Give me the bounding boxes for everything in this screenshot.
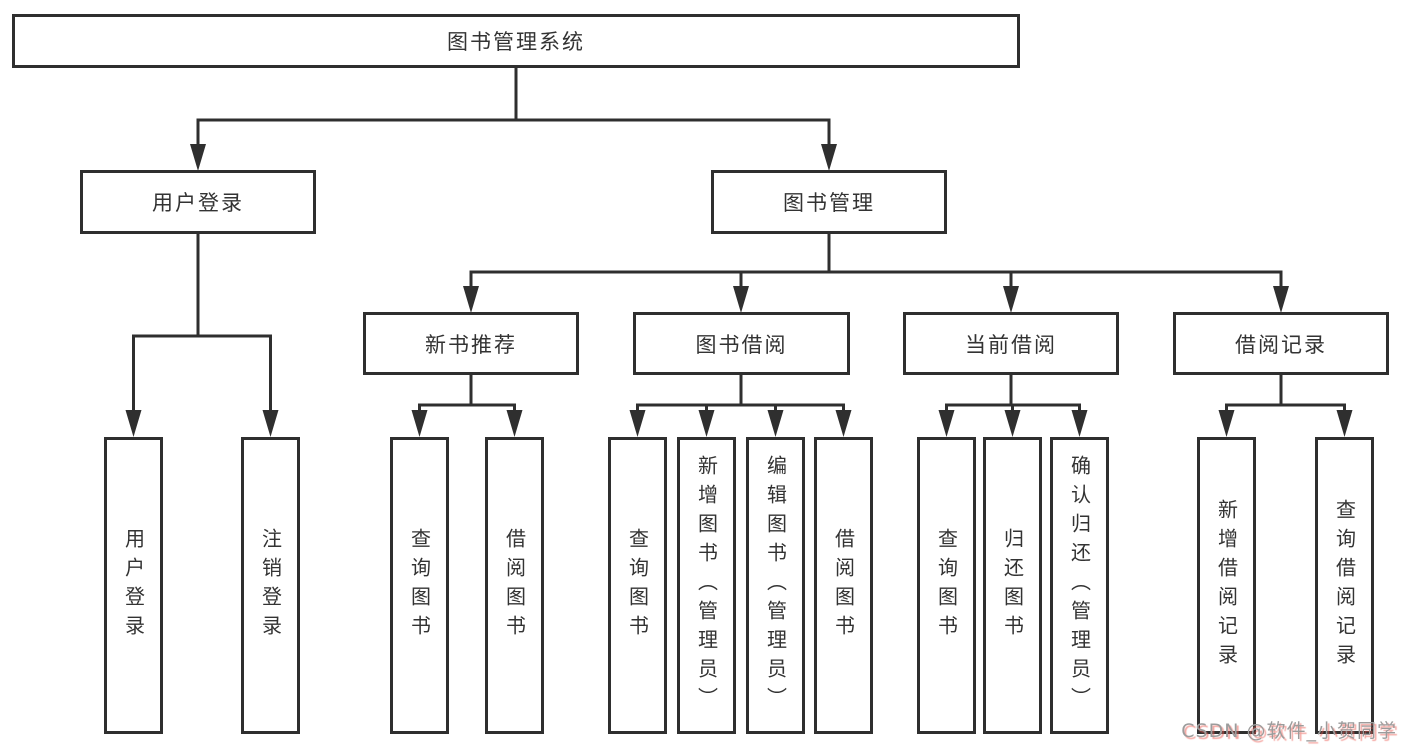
leaf-logout: 注销登录 bbox=[241, 437, 300, 734]
leaf-confirm-return-admin: 确认归还（管理员） bbox=[1050, 437, 1109, 734]
leaf-return-book: 归还图书 bbox=[983, 437, 1042, 734]
node-new-book-recommend: 新书推荐 bbox=[363, 312, 579, 375]
leaf-edit-book-admin: 编辑图书（管理员） bbox=[746, 437, 805, 734]
leaf-borrow-books: 借阅图书 bbox=[814, 437, 873, 734]
leaf-borrow-books-recommend: 借阅图书 bbox=[485, 437, 544, 734]
csdn-watermark: CSDN @软件_小贺同学 bbox=[1181, 720, 1397, 742]
leaf-query-borrow-record: 查询借阅记录 bbox=[1315, 437, 1374, 734]
leaf-query-books-borrow: 查询图书 bbox=[608, 437, 667, 734]
node-book-management: 图书管理 bbox=[711, 170, 947, 234]
node-root: 图书管理系统 bbox=[12, 14, 1020, 68]
leaf-query-books-current: 查询图书 bbox=[917, 437, 976, 734]
node-user-login: 用户登录 bbox=[80, 170, 316, 234]
leaf-add-book-admin: 新增图书（管理员） bbox=[677, 437, 736, 734]
node-current-borrow: 当前借阅 bbox=[903, 312, 1119, 375]
leaf-add-borrow-record: 新增借阅记录 bbox=[1197, 437, 1256, 734]
node-book-borrow: 图书借阅 bbox=[633, 312, 850, 375]
leaf-user-login: 用户登录 bbox=[104, 437, 163, 734]
node-borrow-records: 借阅记录 bbox=[1173, 312, 1389, 375]
leaf-query-books-recommend: 查询图书 bbox=[390, 437, 449, 734]
